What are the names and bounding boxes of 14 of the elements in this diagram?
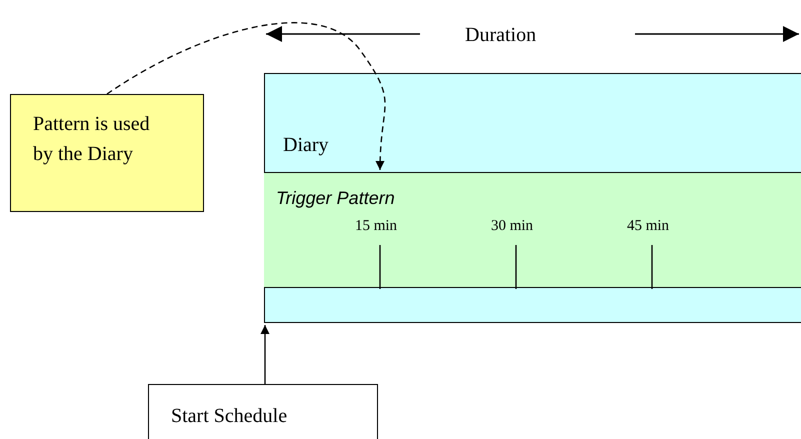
note-text: Pattern is used by the Diary <box>33 112 151 167</box>
band-title: Trigger Pattern <box>276 187 395 210</box>
tick-label: 30 min <box>490 217 534 236</box>
box-label: Start Schedule <box>171 404 288 429</box>
arrow <box>106 22 386 170</box>
arrow <box>260 325 270 384</box>
diary-box <box>264 73 801 323</box>
tick-label: 15 min <box>354 217 398 236</box>
tick-label: 45 min <box>626 217 670 236</box>
note-box <box>10 94 204 212</box>
process-box <box>148 384 378 439</box>
dimension-label: Duration <box>465 23 536 48</box>
pattern-band <box>264 172 801 288</box>
box-title: Diary <box>283 133 329 158</box>
